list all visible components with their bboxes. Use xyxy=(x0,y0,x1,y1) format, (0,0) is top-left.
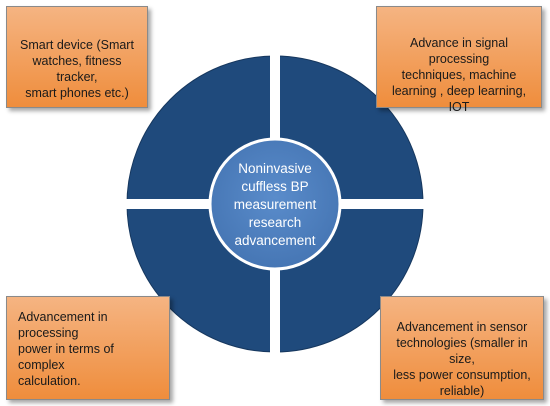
center-circle xyxy=(208,137,342,271)
box-processing-power: Advancement in processing power in terms… xyxy=(6,296,170,400)
box-signal-processing-text: Advance in signal processing techniques,… xyxy=(391,36,527,114)
box-sensor-technologies-text: Advancement in sensor technologies (smal… xyxy=(393,320,531,398)
box-sensor-technologies: Advancement in sensor technologies (smal… xyxy=(380,296,544,400)
center-label: Noninvasive cuffless BP measurement rese… xyxy=(233,161,317,248)
box-processing-power-text: Advancement in processing power in terms… xyxy=(18,310,114,388)
box-smart-device-text: Smart device (Smart watches, fitness tra… xyxy=(20,38,134,100)
box-signal-processing: Advance in signal processing techniques,… xyxy=(376,6,542,114)
center-label-container: Noninvasive cuffless BP measurement rese… xyxy=(225,150,325,260)
box-smart-device: Smart device (Smart watches, fitness tra… xyxy=(6,6,148,108)
